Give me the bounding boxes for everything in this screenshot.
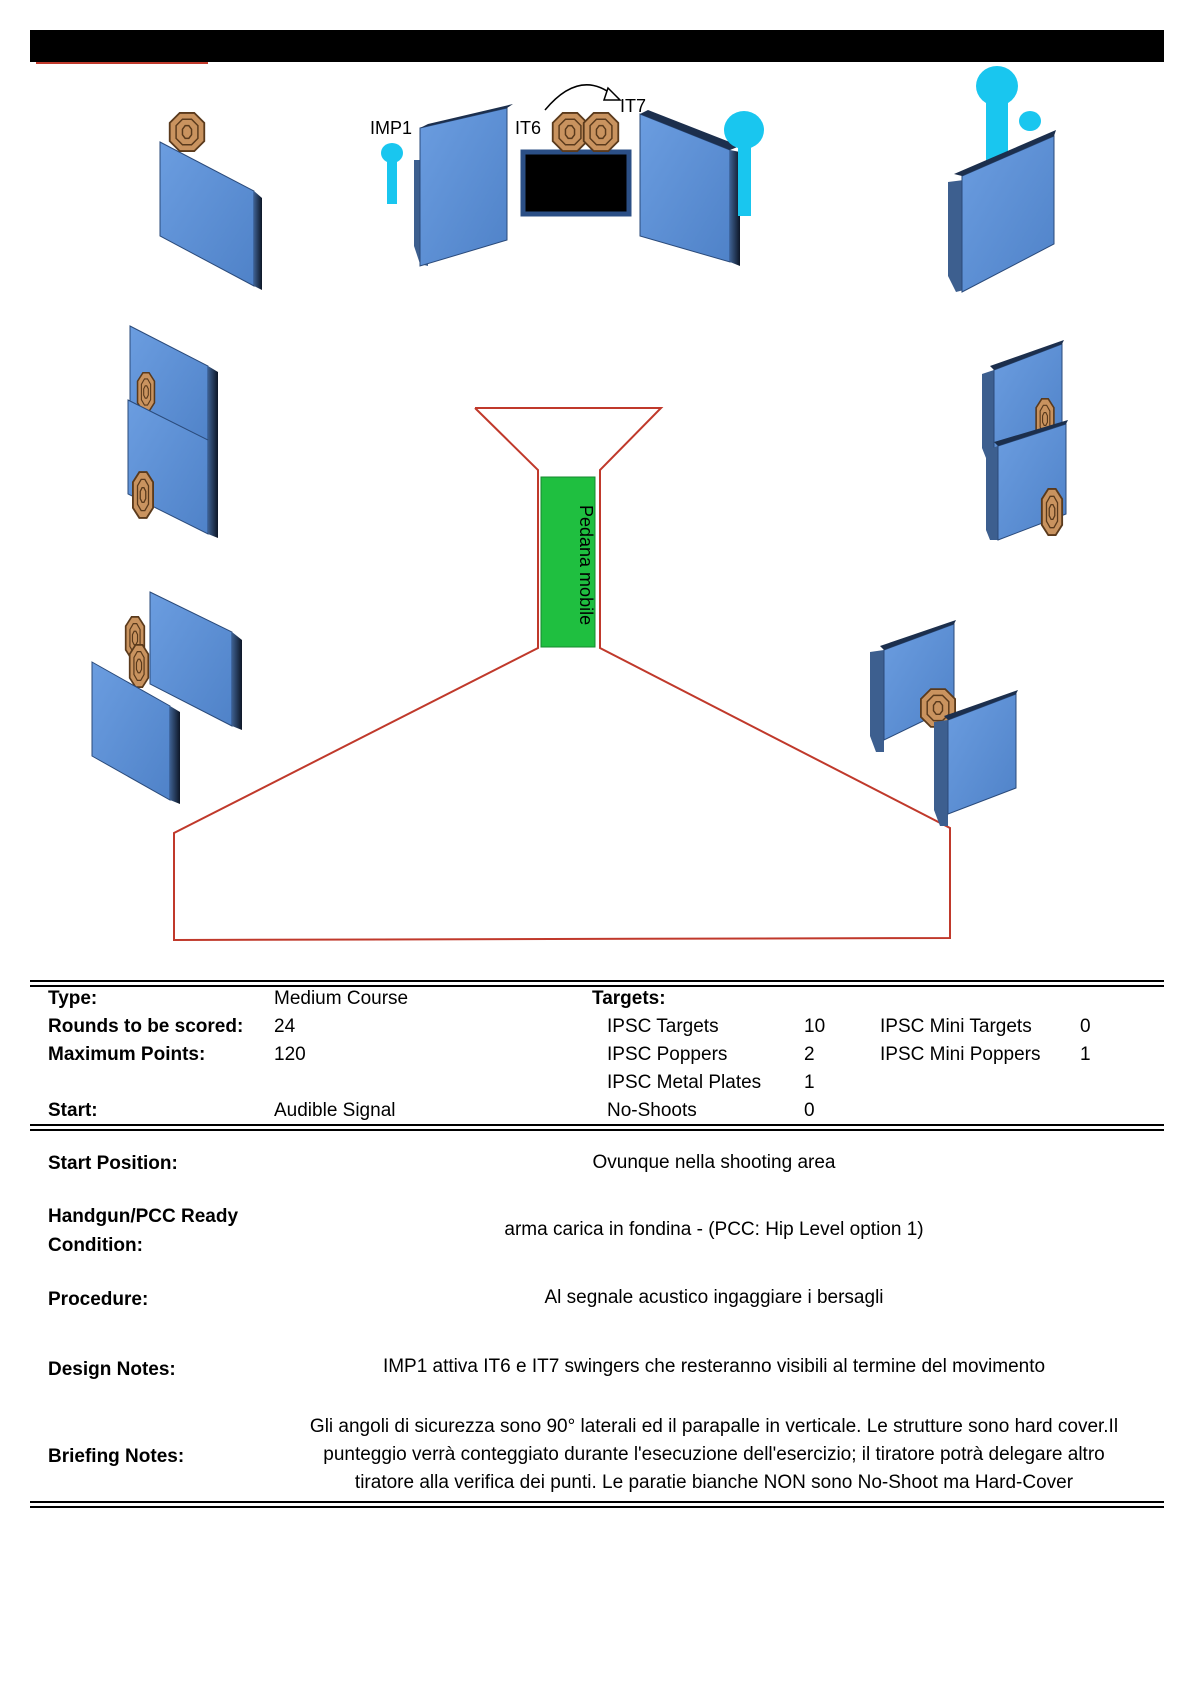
swing-arrow: [544, 84, 615, 111]
popper-imp1: IMP1: [370, 118, 412, 204]
mini-target-count: 0: [1080, 1016, 1091, 1037]
mini-popper: [1019, 111, 1041, 131]
points-label: Maximum Points:: [48, 1044, 206, 1065]
wall-center-left: [414, 104, 513, 267]
pedana-label: Pedana mobile: [576, 505, 596, 625]
briefing-notes-line: tiratore alla verifica dei punti. Le par…: [354, 1472, 1074, 1493]
header-bar: [30, 30, 1164, 62]
ipsc-target-it6: [551, 112, 589, 152]
points-value: 120: [274, 1044, 306, 1065]
wall-left-middle: [127, 325, 218, 538]
briefing-notes-line: punteggio verrà conteggiato durante l'es…: [323, 1444, 1105, 1465]
start-position-label: Start Position:: [48, 1153, 178, 1174]
type-label: Type:: [48, 988, 98, 1009]
start-position-value: Ovunque nella shooting area: [592, 1152, 836, 1173]
rule-mid-1: [30, 1124, 1164, 1126]
wall-top-left: [159, 112, 262, 290]
target-name: No-Shoots: [607, 1100, 697, 1121]
procedure-label: Procedure:: [48, 1289, 149, 1310]
ipsc-target: [1040, 488, 1064, 536]
briefing-notes-label: Briefing Notes:: [48, 1446, 185, 1467]
target-name: IPSC Targets: [607, 1016, 719, 1037]
design-notes-label: Design Notes:: [48, 1359, 176, 1380]
design-notes-value: IMP1 attiva IT6 e IT7 swingers che reste…: [382, 1356, 1046, 1377]
targets-label: Targets:: [592, 988, 666, 1009]
ipsc-target: [136, 372, 156, 412]
target-name: IPSC Poppers: [607, 1044, 728, 1065]
rounds-value: 24: [274, 1016, 296, 1037]
it6-label: IT6: [515, 118, 541, 138]
shooting-area-fault-line: [173, 407, 951, 942]
rounds-label: Rounds to be scored:: [48, 1016, 244, 1037]
target-count: 0: [804, 1100, 815, 1121]
start-label: Start:: [48, 1100, 98, 1121]
ipsc-target: [128, 644, 150, 688]
rule-bottom-2: [30, 1506, 1164, 1508]
moving-platform: Pedana mobile: [540, 476, 596, 648]
it7-label: IT7: [620, 96, 646, 116]
wall-lower-right: [870, 620, 1018, 826]
briefing-notes-line: Gli angoli di sicurezza sono 90° lateral…: [309, 1416, 1119, 1437]
ready-condition-label-2: Condition:: [48, 1235, 143, 1256]
popper-center-right: [724, 111, 764, 216]
imp1-label: IMP1: [370, 118, 412, 138]
mini-target-count: 1: [1080, 1044, 1091, 1065]
rule-bottom-1: [30, 1501, 1164, 1503]
stage-diagram: Pedana mobile IMP1 IT6 IT7: [91, 66, 1068, 942]
wall-center-right: [639, 110, 740, 266]
target-count: 2: [804, 1044, 815, 1065]
rule-mid-2: [30, 1129, 1164, 1131]
wall-right-middle: [982, 340, 1068, 541]
mini-target-name: IPSC Mini Poppers: [880, 1044, 1041, 1065]
target-name: IPSC Metal Plates: [607, 1072, 762, 1093]
ready-condition-label-1: Handgun/PCC Ready: [48, 1206, 239, 1227]
swinger-box: IT6 IT7: [515, 84, 646, 217]
ipsc-target-it7: [582, 112, 620, 152]
wall-top-right: [948, 66, 1056, 293]
ipsc-target: [132, 471, 154, 519]
rule-top-1: [30, 980, 1164, 982]
ipsc-target: [168, 112, 206, 152]
header-underline: [36, 62, 208, 64]
target-count: 10: [804, 1016, 826, 1037]
rule-top-2: [30, 985, 1164, 987]
wall-lower-left: [91, 591, 242, 804]
procedure-value: Al segnale acustico ingaggiare i bersagl…: [544, 1287, 884, 1308]
type-value: Medium Course: [274, 988, 409, 1009]
target-count: 1: [804, 1072, 815, 1093]
start-value: Audible Signal: [274, 1100, 396, 1121]
ready-condition-value: arma carica in fondina - (PCC: Hip Level…: [504, 1219, 924, 1240]
mini-target-name: IPSC Mini Targets: [880, 1016, 1032, 1037]
